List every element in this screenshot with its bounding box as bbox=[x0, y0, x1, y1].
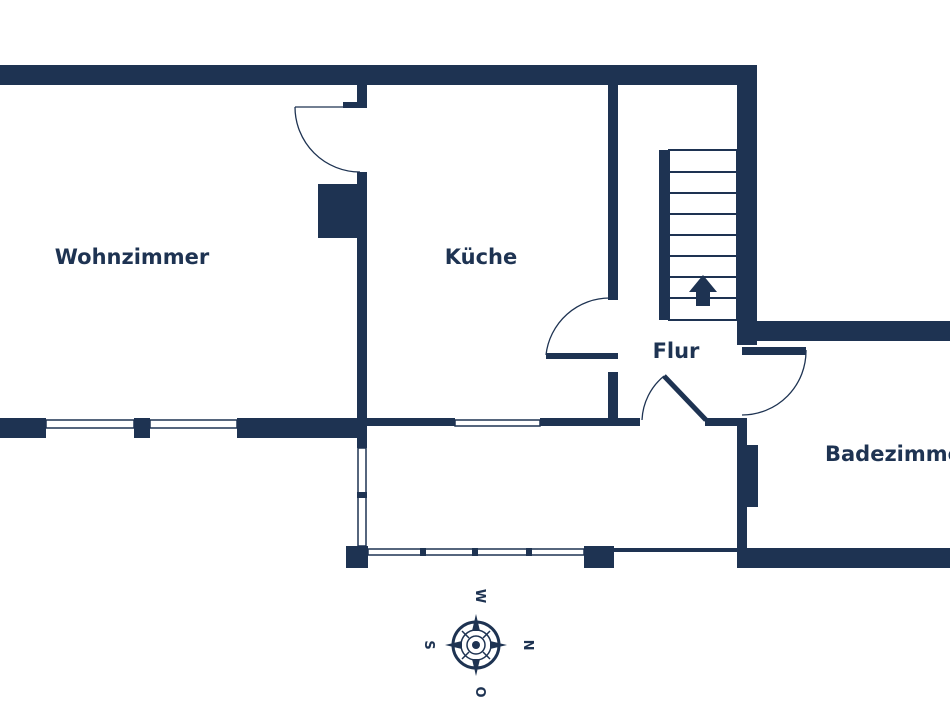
room-label-wohnzimmer: Wohnzimmer bbox=[55, 245, 210, 269]
mid-wall-kitchen bbox=[367, 418, 455, 426]
annex-bottom-left-block bbox=[346, 546, 368, 568]
mid-wall-hall-right bbox=[705, 418, 747, 426]
living-kitchen-wall bbox=[357, 172, 367, 427]
stair-left-wall bbox=[659, 150, 669, 320]
compass-label-south: S bbox=[421, 640, 436, 649]
top-outer-wall bbox=[0, 65, 757, 85]
annex-bottom-right-block bbox=[584, 546, 614, 568]
door-swing-kitchen bbox=[545, 297, 611, 356]
stair-up-arrow-icon bbox=[689, 275, 717, 306]
kitchen-hall-wall-low bbox=[608, 372, 618, 424]
window-mullions bbox=[357, 492, 532, 556]
walls bbox=[0, 65, 950, 568]
door-stub-kitchen bbox=[546, 353, 618, 359]
hall-bath-stub bbox=[742, 347, 806, 355]
mid-wall-hall bbox=[540, 418, 640, 426]
bath-left-wall-block bbox=[740, 445, 758, 507]
window-living-2 bbox=[149, 419, 238, 429]
room-label-badezimmer: Badezimmer bbox=[825, 442, 950, 466]
compass-label-west: W bbox=[472, 589, 487, 603]
compass-rose-icon bbox=[445, 614, 507, 676]
mullion bbox=[357, 492, 367, 498]
mid-wall-left-end bbox=[0, 418, 46, 438]
bottom-outer-wall bbox=[737, 548, 950, 568]
door-swing-living bbox=[294, 106, 361, 173]
mullion bbox=[526, 548, 532, 556]
window-living-1 bbox=[45, 419, 135, 429]
door-swing-annex bbox=[641, 375, 665, 421]
chimney bbox=[318, 184, 362, 238]
kitchen-hall-wall bbox=[608, 85, 618, 300]
mid-wall-pillar bbox=[134, 418, 150, 438]
living-kitchen-wall-top bbox=[357, 85, 367, 107]
mullion bbox=[420, 548, 426, 556]
compass-label-east: O bbox=[472, 686, 487, 697]
door-leaf-annex bbox=[662, 374, 708, 422]
mid-wall-segment bbox=[237, 418, 367, 438]
doors bbox=[294, 106, 807, 421]
mullion bbox=[472, 548, 478, 556]
room-label-flur: Flur bbox=[653, 339, 700, 363]
annex-bottom-wall bbox=[614, 548, 744, 552]
window-kitchen bbox=[454, 419, 541, 427]
compass-label-north: N bbox=[520, 640, 535, 651]
windows bbox=[45, 419, 585, 556]
door-swing-bath bbox=[741, 349, 807, 416]
bath-top-wall bbox=[737, 321, 950, 341]
annex-left-post-top bbox=[357, 426, 367, 448]
door-header-stub bbox=[343, 102, 367, 108]
room-label-kueche: Küche bbox=[445, 245, 518, 269]
stair-right-wall bbox=[737, 65, 757, 345]
